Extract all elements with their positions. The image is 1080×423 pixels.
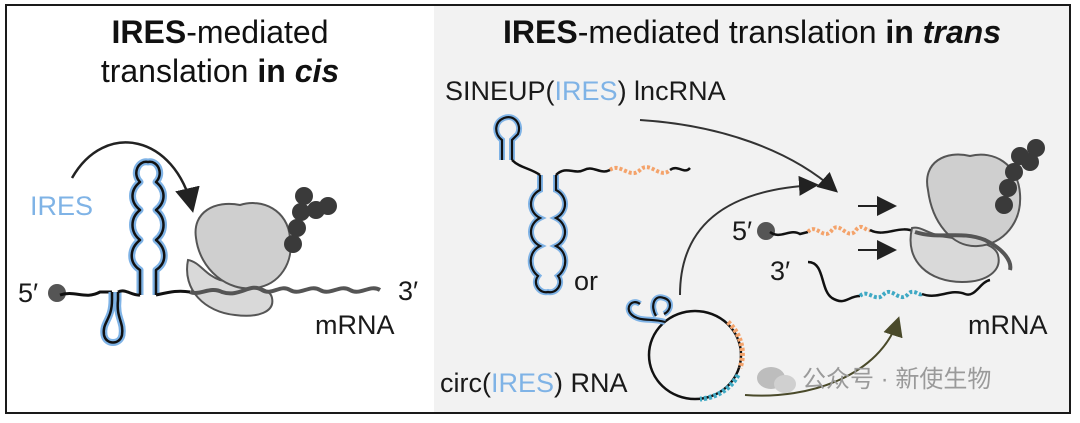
circ-to-target-arrow [679,175,819,296]
watermark: 公众号 · 新使生物 [757,366,991,393]
or-label: or [574,266,598,296]
cis-mrna-label: mRNA [315,310,395,340]
cis-ires-structure [100,158,168,346]
trans-teal-pairing [858,289,923,300]
cis-mrna-coding-region [189,285,382,296]
cis-mrna-backbone-mid [117,289,191,297]
trans-title: IRES-mediated translation in trans [503,14,1001,50]
cis-title-line1: IRES-mediated [112,14,329,50]
trans-five-prime-cap [757,222,775,240]
trans-ribosome [909,153,1022,284]
cis-ires-arrow [70,141,200,213]
trans-three-prime-label: 3′ [770,256,790,286]
trans-mrna-label: mRNA [968,310,1048,340]
sineup-binding-domain [608,165,672,176]
trans-bound-strand-end [869,228,916,234]
sineup-label: SINEUP(IRES) lncRNA [445,76,726,106]
circ-rna [625,294,745,402]
cis-nascent-peptide [284,187,337,253]
sineup-tail [669,166,691,172]
cis-five-prime-cap [48,284,66,302]
circ-rna-label: circ(IRES) RNA [440,368,628,398]
cis-ires-label: IRES [30,191,93,221]
trans-nascent-peptide [995,139,1045,214]
watermark-text: 公众号 · 新使生物 [802,366,991,393]
sineup-ires-structure [493,114,611,296]
cis-title-line2: translation in cis [101,53,339,89]
trans-orange-pairing [806,224,871,236]
teal-pairing-arrow [744,316,903,397]
trans-target-strand-end [921,278,991,297]
cis-five-prime-label: 5′ [18,278,38,308]
cis-three-prime-label: 3′ [398,276,418,306]
trans-target-strand-start [807,260,861,303]
trans-five-prime-label: 5′ [732,216,752,246]
cis-ribosome [186,202,292,317]
cis-mrna-backbone-start [59,290,112,297]
sineup-to-target-arrow [639,119,838,193]
trans-bound-strand-start [769,230,809,237]
trans-mrna-through-ribosome [914,230,1013,271]
